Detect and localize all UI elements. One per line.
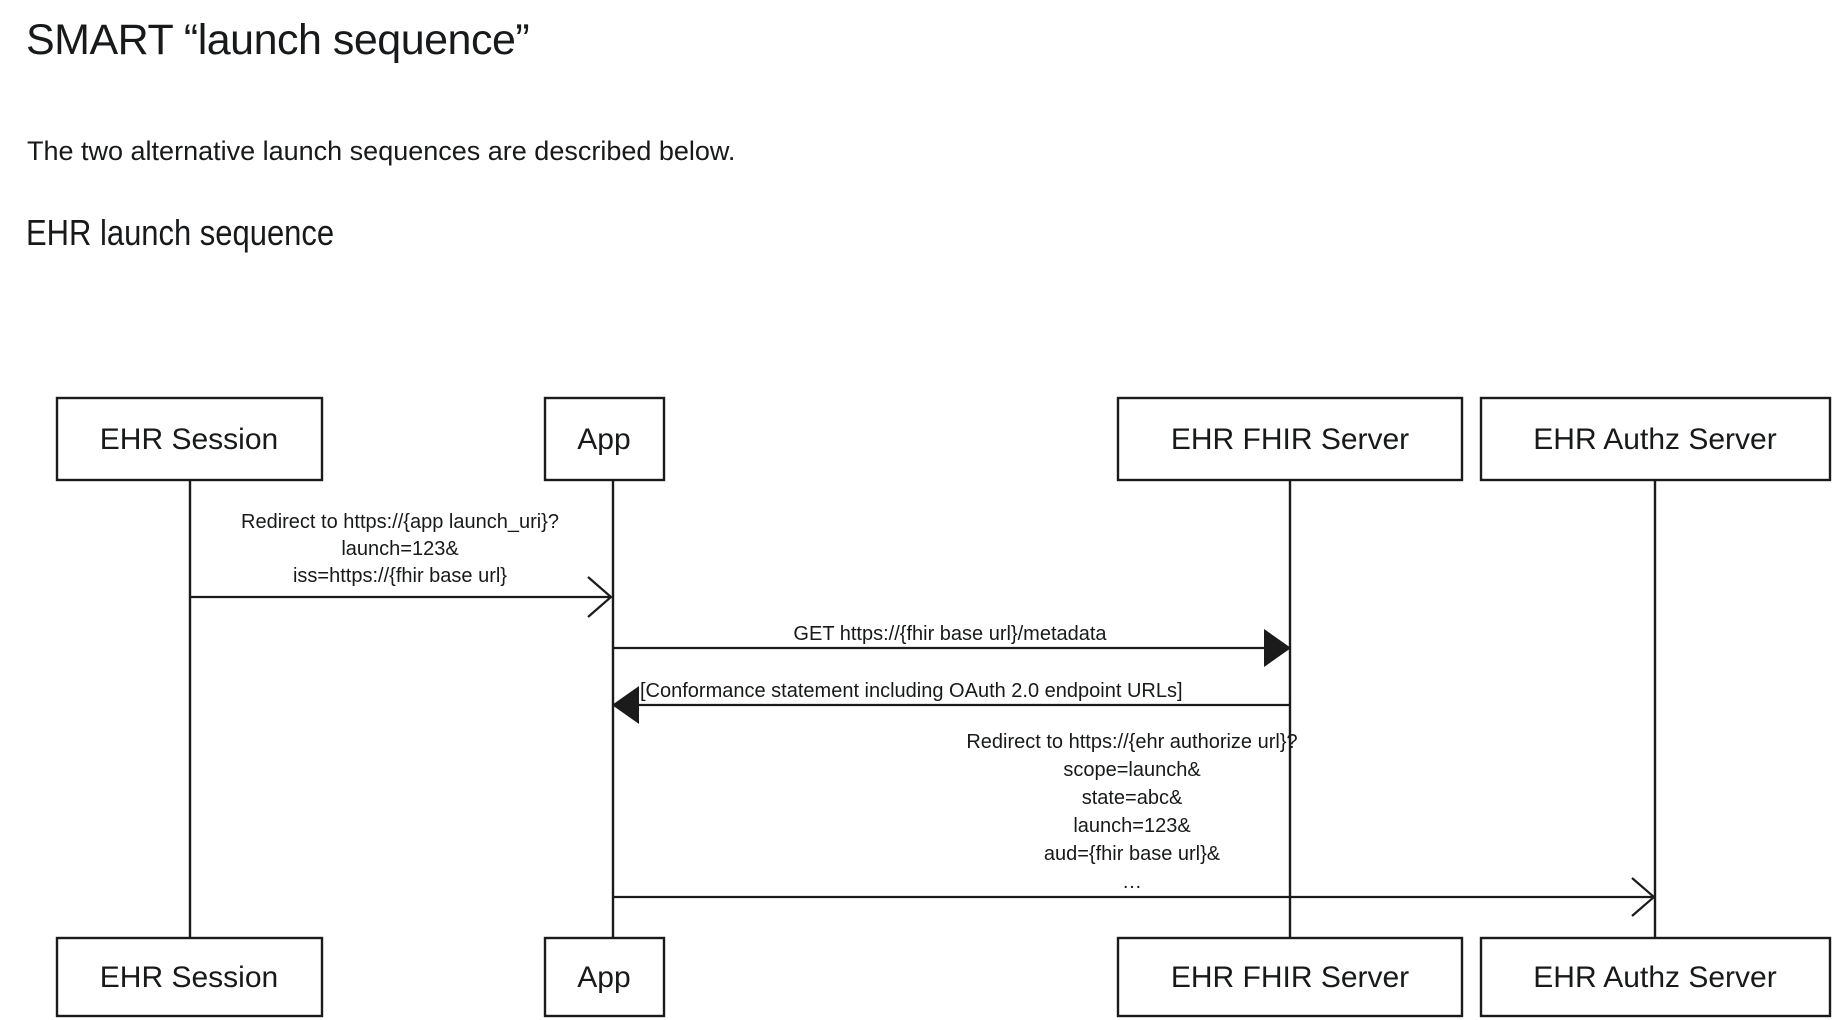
- intro-paragraph: The two alternative launch sequences are…: [27, 136, 736, 166]
- message-1-arrowhead-open-right: [587, 576, 613, 618]
- message-4-line-3: state=abc&: [1082, 787, 1183, 809]
- participant-box-app-top: App: [543, 396, 666, 482]
- participant-box-ehr-session-top: EHR Session: [55, 396, 324, 482]
- participant-label-app-top: App: [577, 423, 630, 456]
- message-1-line-2: launch=123&: [341, 538, 459, 560]
- message-4-line-6: …: [1122, 871, 1142, 893]
- participant-label-ehr-session-top: EHR Session: [100, 423, 278, 456]
- participant-label-app-bottom: App: [577, 961, 630, 994]
- message-2-arrowhead-solid-right: [1264, 629, 1291, 667]
- participant-label-ehr-fhir-server-bottom: EHR FHIR Server: [1171, 961, 1409, 994]
- message-3-arrowhead-solid-left: [612, 686, 639, 724]
- message-4-line-1: Redirect to https://{ehr authorize url}?: [966, 731, 1297, 753]
- message-4-line-5: aud={fhir base url}&: [1044, 843, 1221, 865]
- page-title: SMART “launch sequence”: [26, 16, 530, 64]
- message-3-line-1: [Conformance statement including OAuth 2…: [640, 680, 1183, 702]
- message-4-arrowhead-open-right: [1631, 877, 1656, 917]
- message-1-line-3: iss=https://{fhir base url}: [293, 565, 507, 587]
- participant-box-ehr-fhir-server-top: EHR FHIR Server: [1116, 396, 1464, 482]
- participant-box-app-bottom: App: [543, 936, 666, 1018]
- participant-label-ehr-authz-server-top: EHR Authz Server: [1533, 423, 1776, 456]
- participant-label-ehr-fhir-server-top: EHR FHIR Server: [1171, 423, 1409, 456]
- participant-label-ehr-session-bottom: EHR Session: [100, 961, 278, 994]
- message-4-line-2: scope=launch&: [1063, 759, 1201, 781]
- message-2-line-1: GET https://{fhir base url}/metadata: [793, 623, 1107, 645]
- message-1-line-1: Redirect to https://{app launch_uri}?: [241, 511, 559, 533]
- participant-box-ehr-authz-server-top: EHR Authz Server: [1479, 396, 1832, 482]
- participant-box-ehr-fhir-server-bottom: EHR FHIR Server: [1116, 936, 1464, 1018]
- participant-box-ehr-session-bottom: EHR Session: [55, 936, 324, 1018]
- section-heading-ehr-launch-sequence: EHR launch sequence: [26, 212, 335, 253]
- participant-box-ehr-authz-server-bottom: EHR Authz Server: [1479, 936, 1832, 1018]
- message-4-line-4: launch=123&: [1073, 815, 1191, 837]
- participant-label-ehr-authz-server-bottom: EHR Authz Server: [1533, 961, 1776, 994]
